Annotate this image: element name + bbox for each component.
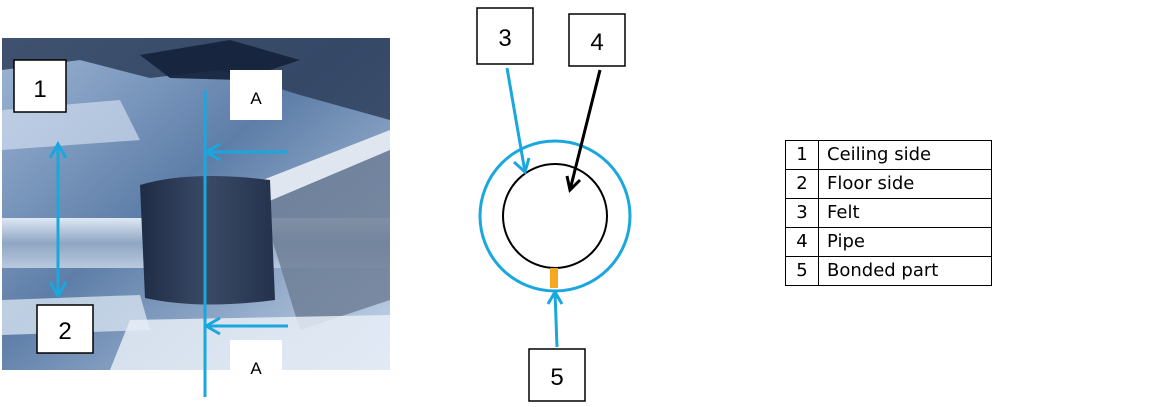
legend-table: 1 Ceiling side 2 Floor side 3 Felt 4 Pip… <box>785 140 992 286</box>
callout-3-label: 3 <box>498 25 511 52</box>
callout-1-label: 1 <box>33 76 46 103</box>
section-label-top: A <box>250 89 262 108</box>
section-label-box-top <box>230 70 282 120</box>
legend-label: Pipe <box>818 227 992 257</box>
legend-label: Felt <box>818 198 992 228</box>
legend-label: Floor side <box>818 169 992 199</box>
section-arrow-top <box>205 142 288 162</box>
section-arrow-bottom <box>205 316 288 336</box>
pipe-circle <box>502 163 608 269</box>
legend-number: 4 <box>785 227 819 257</box>
callout-box-5 <box>528 348 586 402</box>
section-label-box-bottom <box>230 340 282 390</box>
photo-panel: 1 2 A A <box>0 0 400 407</box>
legend-number: 3 <box>785 198 819 228</box>
section-label-bottom: A <box>250 359 262 378</box>
double-arrow <box>48 140 68 300</box>
legend-number: 1 <box>785 140 819 170</box>
right-bracket <box>260 150 390 330</box>
callout-4-arrow <box>565 69 602 194</box>
legend-number: 2 <box>785 169 819 199</box>
cross-section-panel: 3 4 5 <box>440 0 680 407</box>
callout-3-arrow <box>505 67 531 175</box>
legend-row: 2 Floor side <box>785 169 992 199</box>
right-bracket-edge <box>250 130 390 205</box>
callout-box-2 <box>36 304 94 354</box>
callout-4-label: 4 <box>590 29 603 56</box>
callout-box-4 <box>568 13 626 67</box>
felt-sleeve <box>140 176 275 305</box>
callout-box-1 <box>13 59 67 113</box>
callout-box-3 <box>476 7 534 65</box>
legend-label: Ceiling side <box>818 140 992 170</box>
cross-section-diagram: 3 4 5 <box>476 7 632 402</box>
bonded-part-mark <box>550 268 558 288</box>
callout-2-label: 2 <box>58 318 71 345</box>
callout-5-label: 5 <box>550 364 563 391</box>
legend-label: Bonded part <box>818 256 992 286</box>
legend-row: 3 Felt <box>785 198 992 228</box>
pipe-photo: 1 2 A A <box>2 38 390 397</box>
legend-row: 1 Ceiling side <box>785 140 992 170</box>
legend-row: 4 Pipe <box>785 227 992 257</box>
callout-5-arrow <box>546 289 564 348</box>
legend-number: 5 <box>785 256 819 286</box>
legend-row: 5 Bonded part <box>785 256 992 286</box>
